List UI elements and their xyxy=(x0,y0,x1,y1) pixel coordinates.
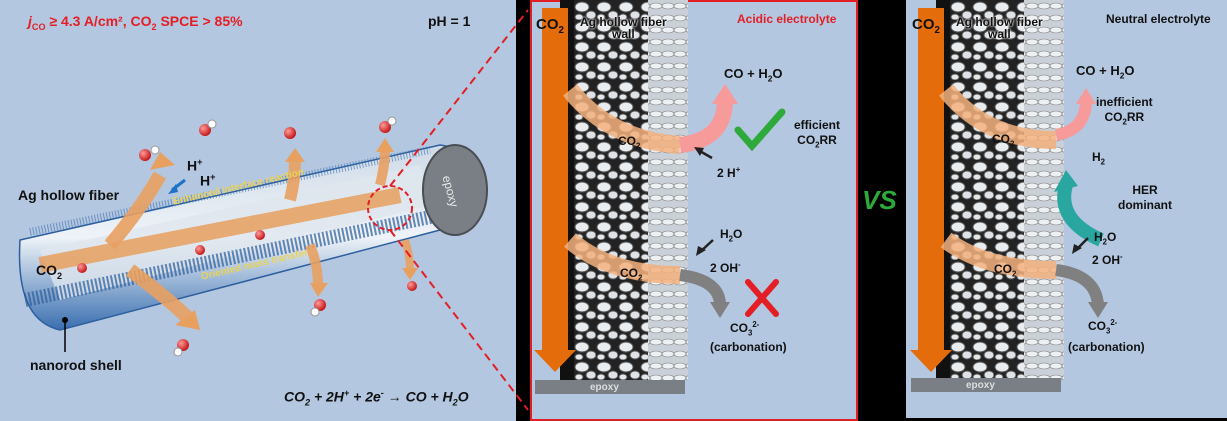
ph-label: pH = 1 xyxy=(428,13,471,29)
neutral-two-oh: 2 OH- xyxy=(1092,252,1123,267)
acidic-co2-upper: CO2 xyxy=(618,134,641,151)
neutral-co3: CO32- xyxy=(1088,318,1118,336)
vs-label: VS xyxy=(862,185,897,215)
acidic-carbonation: (carbonation) xyxy=(710,340,787,354)
acidic-epoxy: epoxy xyxy=(590,382,619,393)
h-plus-label-1: H+ xyxy=(187,157,203,174)
neutral-co2-label: CO2 xyxy=(912,16,940,36)
co2-inlet-label: CO2 xyxy=(36,262,63,281)
acidic-co2-label: CO2 xyxy=(536,16,564,36)
reaction-equation: CO2 + 2H+ + 2e- → CO + H2O xyxy=(284,388,469,408)
acidic-title: Acidic electrolyte xyxy=(737,12,837,26)
acidic-h2o: H2O xyxy=(720,227,743,244)
neutral-co-h2o: CO + H2O xyxy=(1076,63,1135,81)
neutral-carbonation: (carbonation) xyxy=(1068,340,1145,354)
neutral-co2-upper: CO2 xyxy=(992,132,1015,149)
ag-hollow-fiber-label: Ag hollow fiber xyxy=(18,187,120,203)
neutral-epoxy: epoxy xyxy=(966,380,995,391)
neutral-illustration xyxy=(910,0,1108,392)
acidic-two-h: 2 H+ xyxy=(717,165,741,180)
acidic-co3: CO32- xyxy=(730,320,760,338)
acidic-co-h2o: CO + H2O xyxy=(724,66,783,84)
h-plus-label-2: H+ xyxy=(200,172,216,189)
acidic-co2-lower: CO2 xyxy=(620,266,643,283)
left-illustration xyxy=(18,9,529,411)
acidic-two-oh: 2 OH- xyxy=(710,260,741,275)
left-panel: jCO ≥ 4.3 A/cm², CO2 SPCE > 85% pH = 1 H… xyxy=(0,0,529,421)
nanorod-shell-label: nanorod shell xyxy=(30,357,122,373)
acidic-illustration xyxy=(534,0,786,394)
neutral-h2o: H2O xyxy=(1094,230,1117,247)
neutral-h2: H2 xyxy=(1092,150,1106,167)
neutral-co2-lower: CO2 xyxy=(994,262,1017,279)
headline: jCO ≥ 4.3 A/cm², CO2 SPCE > 85% xyxy=(28,13,243,32)
neutral-title: Neutral electrolyte xyxy=(1106,12,1211,26)
